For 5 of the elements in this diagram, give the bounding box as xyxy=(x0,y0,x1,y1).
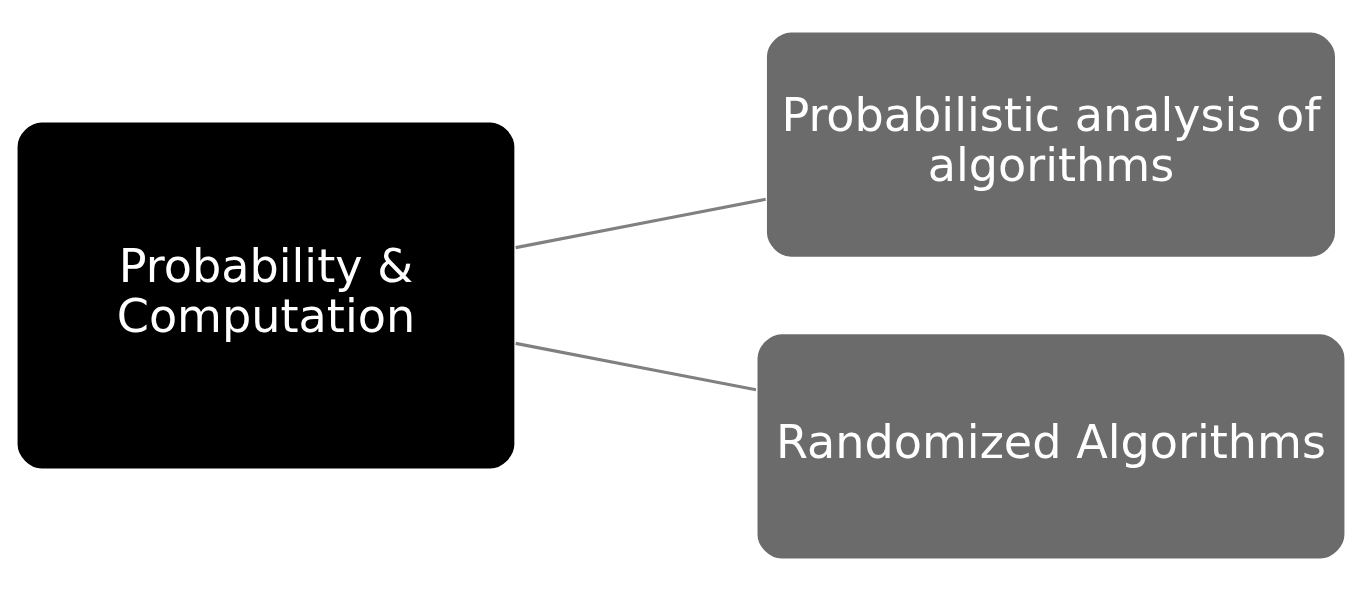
connector xyxy=(515,341,757,391)
node-box: Probabilistic analysis of algorithms xyxy=(764,29,1338,259)
connector xyxy=(515,197,766,249)
node-box: Probability & Computation xyxy=(15,119,517,471)
node-box: Randomized Algorithms xyxy=(755,331,1347,561)
